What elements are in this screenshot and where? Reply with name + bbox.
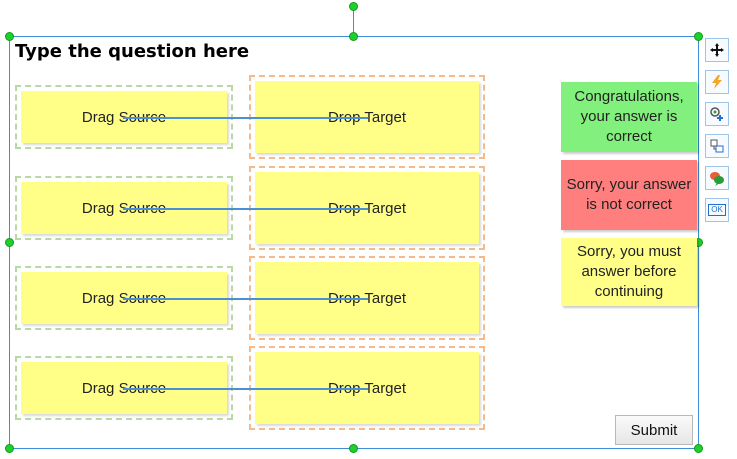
lightning-icon: [712, 75, 722, 89]
feedback-bubbles-icon: [710, 172, 724, 186]
connection-line-4: [123, 388, 368, 390]
incomplete-feedback[interactable]: Sorry, you must answer before continuing: [561, 238, 697, 306]
resize-handle-bottom-left[interactable]: [5, 444, 14, 453]
feedback-tool[interactable]: [705, 166, 729, 190]
add-target-tool[interactable]: [705, 102, 729, 126]
resize-handle-left[interactable]: [5, 238, 14, 247]
resize-handle-top-right[interactable]: [694, 32, 703, 41]
rotate-handle[interactable]: [349, 2, 358, 11]
move-tool[interactable]: [705, 38, 729, 62]
connection-line-3: [123, 298, 368, 300]
ok-tool[interactable]: OK: [705, 198, 729, 222]
question-title[interactable]: Type the question here: [15, 41, 250, 62]
resize-handle-bottom[interactable]: [349, 444, 358, 453]
resize-handle-bottom-right[interactable]: [694, 444, 703, 453]
connection-line-2: [123, 208, 368, 210]
submit-button[interactable]: Submit: [615, 415, 693, 445]
shapes-tool[interactable]: [705, 134, 729, 158]
incorrect-feedback[interactable]: Sorry, your answer is not correct: [561, 160, 697, 230]
ok-icon: OK: [708, 204, 726, 216]
action-tool[interactable]: [705, 70, 729, 94]
resize-handle-top[interactable]: [349, 32, 358, 41]
connection-line-1: [123, 117, 368, 119]
add-target-icon: [710, 107, 723, 121]
move-icon: [710, 43, 724, 57]
shapes-icon: [710, 139, 724, 153]
resize-handle-top-left[interactable]: [5, 32, 14, 41]
correct-feedback[interactable]: Congratulations, your answer is correct: [561, 82, 697, 152]
rotate-handle-line: [353, 6, 354, 36]
